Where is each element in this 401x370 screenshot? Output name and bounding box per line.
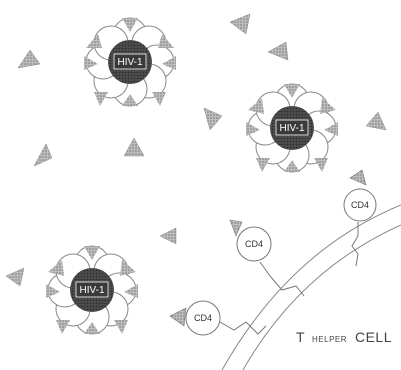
cell-label-helper: HELPER: [312, 335, 347, 344]
hiv-virion-top: HIV-1: [84, 18, 176, 106]
gp120-triangle: [230, 14, 250, 34]
gp120-triangle: [34, 144, 52, 166]
cell-label-t: T: [296, 329, 305, 345]
hiv-label: HIV-1: [279, 123, 304, 134]
cell-label: T HELPER CELL: [296, 329, 392, 346]
hiv-virion-bottom: HIV-1: [46, 246, 138, 334]
gp120-triangle: [124, 138, 144, 156]
gp120-triangle: [160, 228, 176, 244]
hiv-label: HIV-1: [117, 57, 142, 68]
cd4-label: CD4: [194, 313, 212, 323]
cd4-label: CD4: [351, 200, 369, 210]
gp120-triangle: [204, 108, 222, 130]
hiv-virion-right: HIV-1: [246, 84, 338, 172]
cd4-label: CD4: [245, 239, 263, 249]
gp120-triangle: [366, 112, 386, 130]
cd4-receptor-bottom: CD4: [170, 301, 266, 335]
hiv-label: HIV-1: [79, 285, 104, 296]
cd4-receptor-middle: CD4: [230, 220, 304, 296]
gp120-triangle: [268, 42, 288, 60]
cell-label-cell: CELL: [355, 329, 392, 345]
gp120-triangle: [6, 268, 24, 286]
cd4-receptor-top: CD4: [344, 170, 376, 266]
gp120-triangle: [18, 50, 40, 68]
